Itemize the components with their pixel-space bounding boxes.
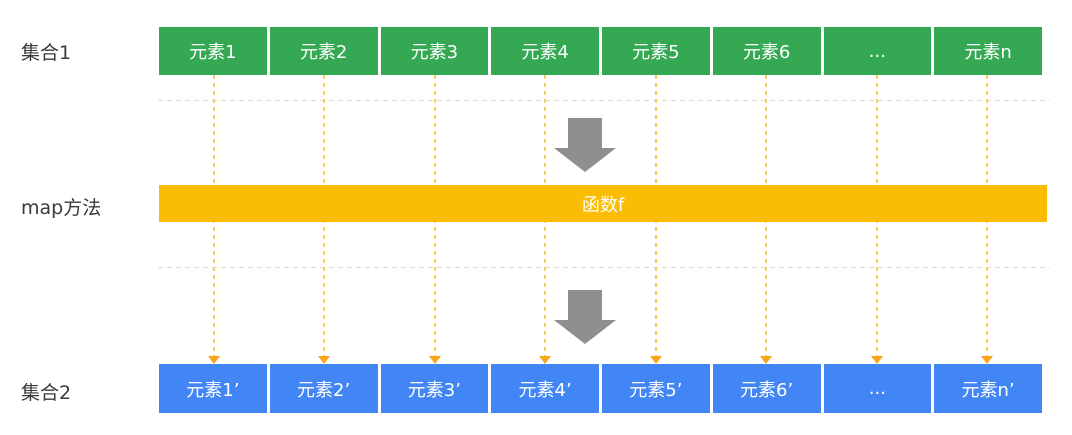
connector-arrowhead-icon	[981, 356, 993, 364]
set2-cell-ellipsis: ...	[823, 364, 932, 413]
connector-arrowhead-icon	[539, 356, 551, 364]
label-set1: 集合1	[21, 42, 72, 64]
section-separator-top	[158, 100, 1050, 101]
connector-arrowhead-icon	[208, 356, 220, 364]
arrow-tip	[554, 320, 616, 344]
map-function-bar: 函数f	[159, 185, 1047, 222]
set1-cell-4: 元素4	[491, 27, 599, 75]
set2-row: 元素1’ 元素2’ 元素3’ 元素4’ 元素5’ 元素6’ ... 元素n’	[159, 364, 1042, 413]
set1-cell-2: 元素2	[269, 27, 378, 75]
set1-cell-n: 元素n	[934, 27, 1042, 75]
arrow-shaft	[568, 290, 602, 320]
set1-cell-5: 元素5	[602, 27, 710, 75]
label-map-method: map方法	[21, 197, 102, 219]
set1-cell-6: 元素6	[712, 27, 821, 75]
connector-arrowhead-icon	[318, 356, 330, 364]
set2-cell-n: 元素n’	[934, 364, 1042, 413]
connector-arrowhead-icon	[650, 356, 662, 364]
set2-cell-2: 元素2’	[269, 364, 378, 413]
set1-cell-3: 元素3	[380, 27, 489, 75]
connector-arrowhead-icon	[871, 356, 883, 364]
arrow-tip	[554, 148, 616, 172]
label-set2: 集合2	[21, 382, 72, 404]
set2-cell-4: 元素4’	[491, 364, 599, 413]
section-separator-bottom	[158, 267, 1050, 268]
down-arrow-top-icon	[554, 118, 616, 172]
connector-arrowhead-icon	[760, 356, 772, 364]
set1-row: 元素1 元素2 元素3 元素4 元素5 元素6 ... 元素n	[159, 27, 1042, 75]
down-arrow-bottom-icon	[554, 290, 616, 344]
set2-cell-1: 元素1’	[159, 364, 267, 413]
set1-cell-ellipsis: ...	[823, 27, 932, 75]
set2-cell-3: 元素3’	[380, 364, 489, 413]
set2-cell-6: 元素6’	[712, 364, 821, 413]
arrow-shaft	[568, 118, 602, 148]
connector-arrowhead-icon	[429, 356, 441, 364]
set1-cell-1: 元素1	[159, 27, 267, 75]
set2-cell-5: 元素5’	[602, 364, 710, 413]
